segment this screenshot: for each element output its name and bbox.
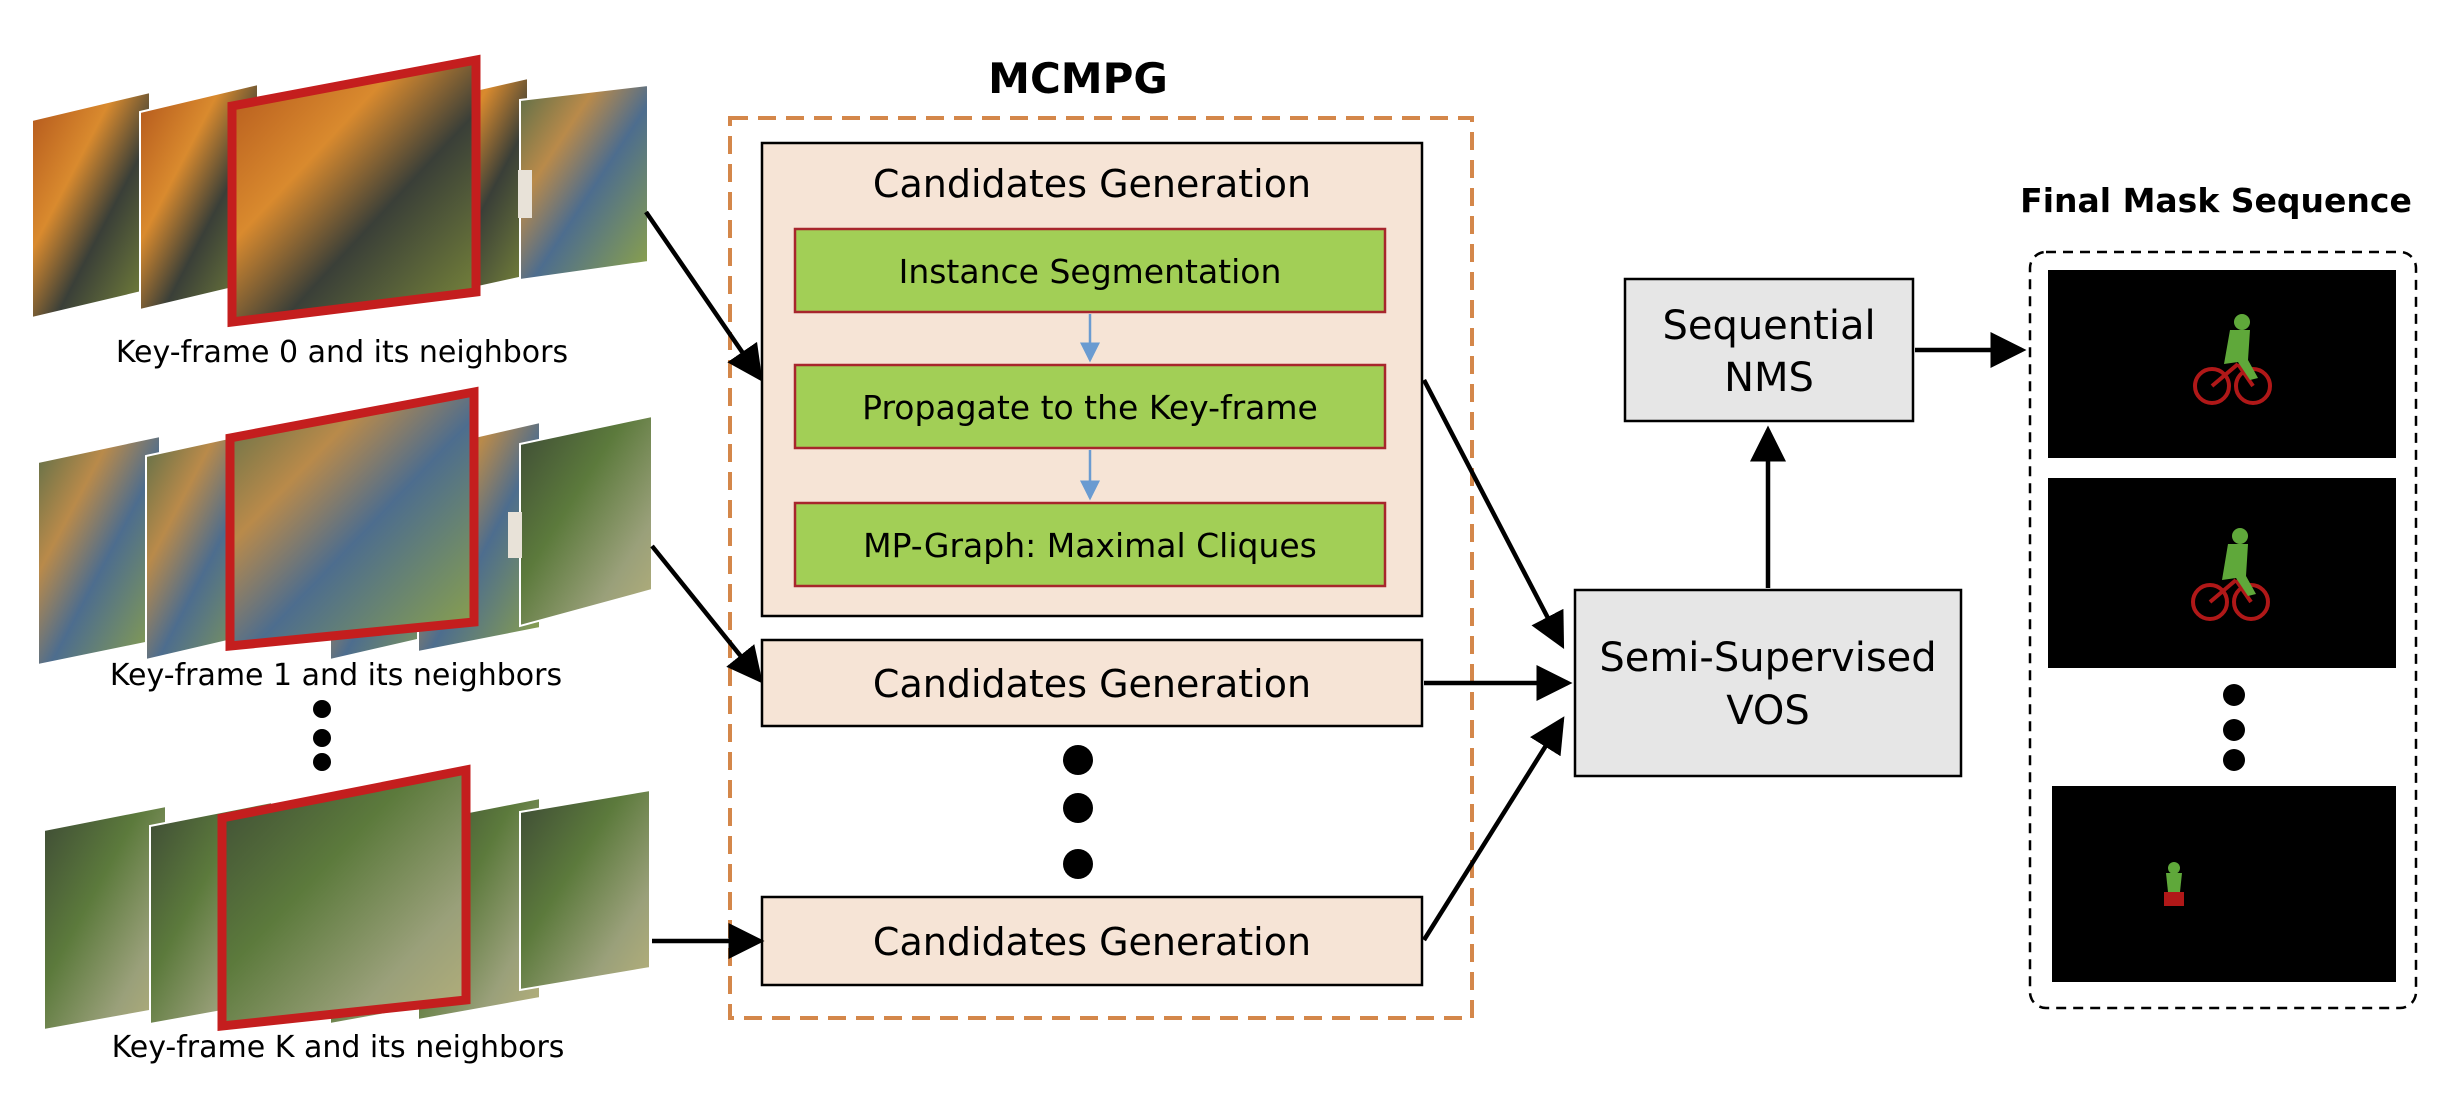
frame-label-1: Key-frame 1 and its neighbors bbox=[110, 658, 562, 693]
vos-label-line2: VOS bbox=[1726, 688, 1810, 734]
nms-label-line1: Sequential bbox=[1662, 303, 1875, 349]
candidates-ellipsis bbox=[1063, 745, 1093, 879]
step-label: MP-Graph: Maximal Cliques bbox=[863, 526, 1317, 565]
mcmpg-container bbox=[728, 116, 1474, 1020]
candidates-generation-k bbox=[760, 895, 1424, 987]
candidates-generation-2 bbox=[760, 638, 1424, 728]
vos-box bbox=[1573, 588, 1963, 778]
arrow-candidates-to-vos-k bbox=[1422, 716, 1565, 942]
step-label: Propagate to the Key-frame bbox=[862, 388, 1318, 427]
cyclist-mask bbox=[2193, 314, 2272, 405]
arrow-frame1-to-candidates bbox=[650, 544, 763, 684]
nms-box bbox=[1623, 277, 1915, 423]
frames-ellipsis bbox=[313, 700, 331, 771]
frame-stack-1 bbox=[37, 386, 653, 667]
vos-label-line1: Semi-Supervised bbox=[1599, 635, 1936, 681]
mask-frame-2 bbox=[2048, 478, 2396, 668]
step-label: Instance Segmentation bbox=[899, 252, 1282, 291]
step-propagate bbox=[793, 363, 1387, 450]
candidates-generation-label: Candidates Generation bbox=[873, 662, 1311, 706]
step-mp-graph bbox=[793, 501, 1387, 588]
final-mask-container bbox=[2028, 250, 2418, 1010]
arrow-frame0-to-candidates bbox=[644, 210, 763, 382]
frame-stack-0 bbox=[31, 54, 649, 328]
frame-stack-k bbox=[43, 764, 651, 1032]
frame-label-k: Key-frame K and its neighbors bbox=[112, 1030, 565, 1065]
keyframe-highlight bbox=[225, 386, 479, 651]
cyclist-in-scene bbox=[518, 170, 532, 218]
mcmpg-title: MCMPG bbox=[988, 54, 1168, 103]
mask-ellipsis bbox=[2223, 684, 2245, 771]
cyclist-in-scene bbox=[508, 512, 522, 558]
keyframe-highlight bbox=[217, 764, 471, 1032]
frame-label-0: Key-frame 0 and its neighbors bbox=[116, 335, 568, 370]
mask-frame-k bbox=[2052, 786, 2396, 982]
arrow-candidates-to-vos-1 bbox=[1422, 378, 1565, 649]
final-mask-title: Final Mask Sequence bbox=[2020, 181, 2412, 220]
keyframe-highlight bbox=[227, 54, 481, 328]
cyclist-mask bbox=[2191, 528, 2270, 621]
cyclist-mask bbox=[2164, 862, 2184, 906]
step-instance-segmentation bbox=[793, 227, 1387, 314]
mask-frame-1 bbox=[2048, 270, 2396, 458]
candidates-generation-label: Candidates Generation bbox=[873, 920, 1311, 964]
candidates-generation-title: Candidates Generation bbox=[873, 162, 1311, 206]
nms-label-line2: NMS bbox=[1724, 355, 1814, 401]
